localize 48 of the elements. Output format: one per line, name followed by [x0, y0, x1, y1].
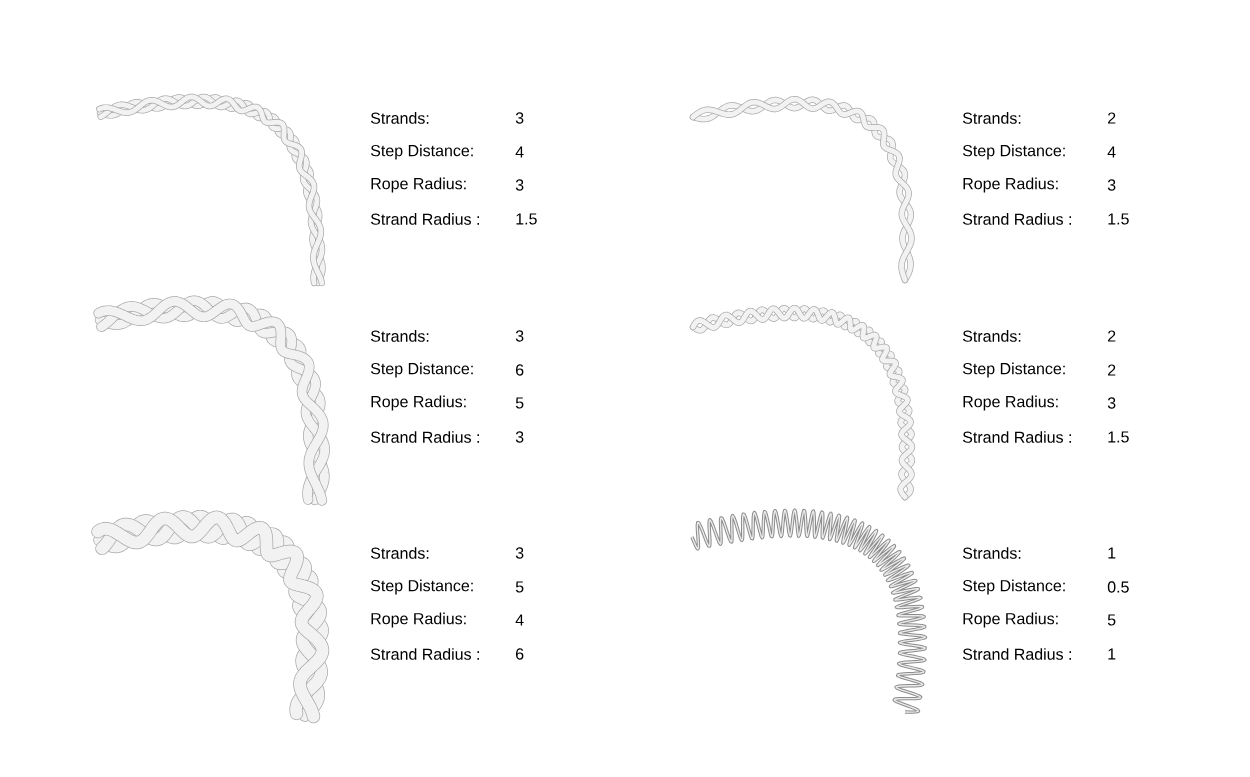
parameter-value: 1 — [1108, 547, 1116, 559]
parameter-name: Rope Radius: — [963, 612, 1058, 628]
parameter-name: Strand Radius : — [962, 648, 1071, 660]
parameter-value: 5 — [515, 581, 524, 593]
parameter-name: Rope Radius: — [371, 177, 466, 193]
parameter-name: Rope Radius: — [371, 612, 466, 628]
parameter-value: 5 — [1107, 614, 1116, 626]
parameter-value: 2 — [1108, 112, 1116, 124]
parameter-name: Rope Radius: — [963, 395, 1058, 411]
parameter-name: Step Distance: — [962, 144, 1065, 160]
parameter-value: 3 — [515, 431, 524, 443]
parameter-name: Step Distance: — [370, 144, 473, 160]
parameter-value: 1.5 — [1108, 213, 1129, 225]
parameter-name: Strands: — [962, 547, 1021, 559]
parameter-value: 5 — [515, 397, 524, 409]
parameter-value: 0.5 — [1107, 581, 1129, 593]
parameter-name: Strands: — [370, 330, 429, 342]
parameter-name: Strand Radius : — [962, 431, 1071, 443]
parameter-name: Step Distance: — [370, 362, 473, 378]
parameter-value: 2 — [1108, 364, 1116, 376]
parameter-name: Step Distance: — [370, 579, 473, 595]
parameter-name: Strand Radius : — [370, 648, 479, 660]
parameter-name: Strands: — [962, 330, 1021, 342]
parameter-name: Strands: — [962, 112, 1021, 124]
parameter-name: Strand Radius : — [370, 213, 479, 225]
parameter-value: 3 — [515, 547, 524, 559]
parameter-name: Step Distance: — [962, 579, 1065, 595]
parameter-name: Step Distance: — [962, 362, 1065, 378]
parameter-name: Strands: — [370, 112, 429, 124]
parameter-value: 1.5 — [516, 213, 537, 225]
parameter-value: 6 — [516, 648, 524, 660]
parameter-value: 3 — [515, 112, 524, 124]
parameter-value: 1.5 — [1108, 431, 1129, 443]
parameter-value: 4 — [515, 614, 524, 626]
parameter-value: 2 — [1108, 330, 1116, 342]
parameter-name: Strand Radius : — [370, 431, 479, 443]
parameter-value: 4 — [1107, 146, 1116, 158]
parameter-value: 1 — [1108, 648, 1116, 660]
parameter-value: 4 — [515, 146, 524, 158]
parameter-name: Rope Radius: — [371, 395, 466, 411]
parameter-name: Strands: — [370, 547, 429, 559]
parameter-value: 3 — [1107, 179, 1116, 191]
parameter-name: Rope Radius: — [963, 177, 1058, 193]
parameter-value: 3 — [515, 330, 524, 342]
parameter-value: 3 — [1107, 397, 1116, 409]
parameter-value: 6 — [516, 364, 524, 376]
parameter-name: Strand Radius : — [962, 213, 1071, 225]
parameter-value: 3 — [515, 179, 524, 191]
